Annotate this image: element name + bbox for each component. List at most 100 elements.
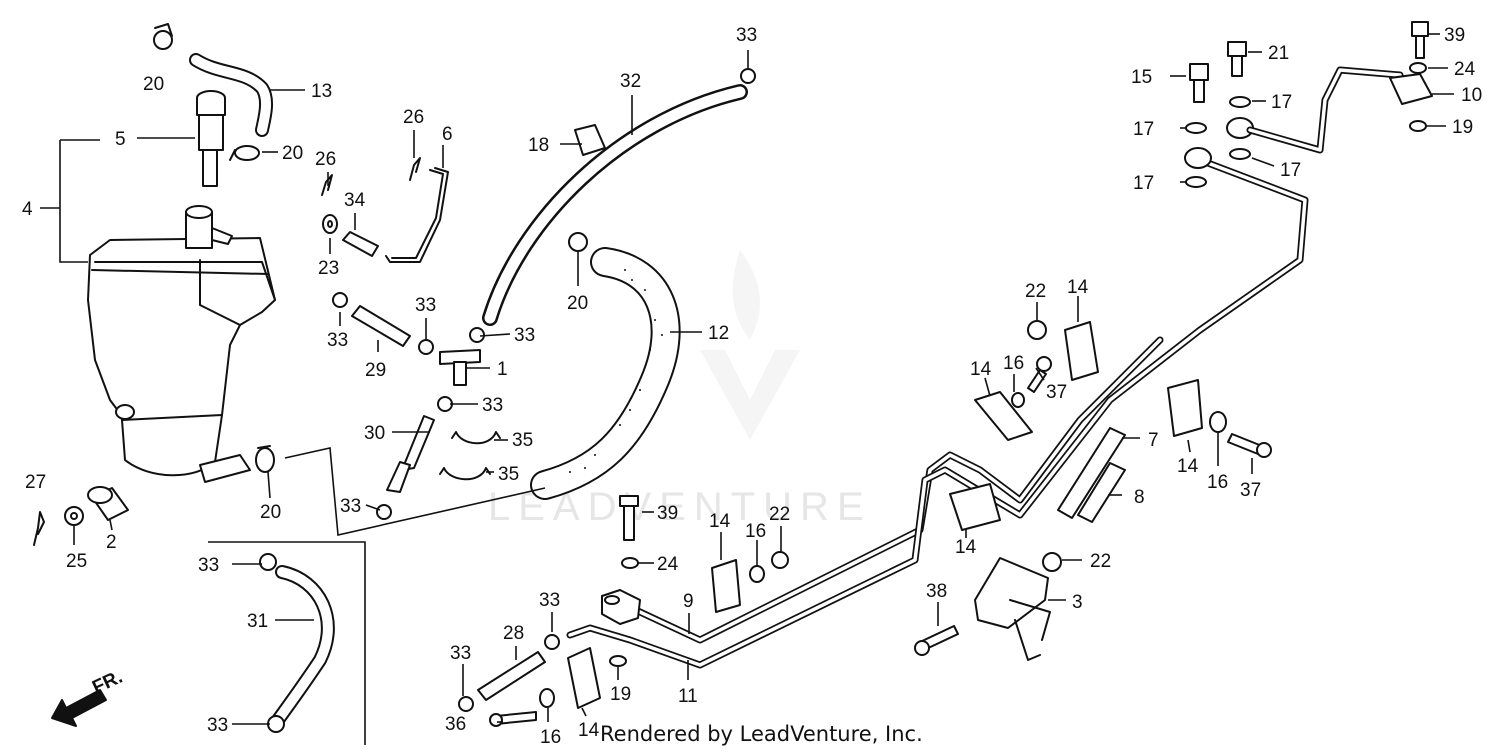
clip-part-20-cap[interactable] bbox=[229, 145, 260, 161]
washer-part-16-low[interactable] bbox=[539, 688, 555, 708]
tube-part-29[interactable] bbox=[351, 305, 411, 347]
callout-14: 14 bbox=[970, 359, 992, 380]
callout-14: 14 bbox=[709, 511, 731, 532]
washer-part-25[interactable] bbox=[64, 506, 84, 526]
callout-16: 16 bbox=[745, 521, 766, 542]
holder-part-14-top[interactable] bbox=[1064, 321, 1099, 381]
bolt-part-39-low[interactable] bbox=[619, 495, 639, 541]
tube-part-34[interactable] bbox=[342, 231, 379, 257]
bolt-part-15[interactable] bbox=[1189, 63, 1209, 103]
callout-34: 34 bbox=[344, 190, 366, 211]
nut-part-22-upper[interactable] bbox=[1027, 320, 1047, 340]
callout-10: 10 bbox=[1461, 85, 1482, 106]
clip-part-20-top[interactable] bbox=[153, 23, 173, 50]
callout-33: 33 bbox=[539, 590, 560, 611]
callout-33: 33 bbox=[482, 395, 503, 416]
leader-lines bbox=[73, 33, 1454, 725]
callout-36: 36 bbox=[445, 714, 466, 735]
clip-part-33-32[interactable] bbox=[740, 68, 756, 84]
callout-20: 20 bbox=[282, 143, 303, 164]
pipe-part-11[interactable] bbox=[566, 156, 1309, 669]
callout-17: 17 bbox=[1280, 160, 1301, 181]
bolt-part-36[interactable] bbox=[489, 711, 537, 727]
pin-part-27[interactable] bbox=[33, 511, 45, 546]
nut-part-19-top[interactable] bbox=[1409, 120, 1427, 132]
reserve-tank-part-4[interactable] bbox=[87, 205, 276, 483]
washer-part-24-low[interactable] bbox=[621, 557, 639, 569]
callout-24: 24 bbox=[1454, 59, 1476, 80]
pipe-part-10-line[interactable] bbox=[1246, 66, 1404, 154]
callout-17: 17 bbox=[1271, 92, 1292, 113]
bolt-part-39-top[interactable] bbox=[1411, 21, 1429, 59]
nut-part-19-low[interactable] bbox=[609, 655, 627, 667]
fitting-part-10[interactable] bbox=[1389, 73, 1433, 105]
holder-part-14-low[interactable] bbox=[567, 647, 601, 709]
bolt-part-21[interactable] bbox=[1227, 41, 1247, 77]
bracket-part-3[interactable] bbox=[974, 557, 1051, 661]
callout-22: 22 bbox=[1090, 551, 1111, 572]
wire-part-6[interactable] bbox=[385, 167, 449, 263]
washer-part-24-top[interactable] bbox=[1409, 62, 1427, 74]
washer-part-17-c[interactable] bbox=[1229, 148, 1251, 160]
joint-part-1[interactable] bbox=[418, 327, 485, 386]
clamp-part-35-b[interactable] bbox=[439, 467, 491, 481]
callout-38: 38 bbox=[926, 581, 947, 602]
fitting-part-9[interactable] bbox=[601, 589, 641, 625]
callout-19: 19 bbox=[1452, 117, 1473, 138]
callout-21: 21 bbox=[1268, 43, 1289, 64]
callout-24: 24 bbox=[657, 554, 679, 575]
washer-part-16-right[interactable] bbox=[1209, 411, 1227, 433]
clip-part-20-hose12[interactable] bbox=[568, 232, 588, 252]
grommet-part-2[interactable] bbox=[87, 486, 129, 521]
hose-part-32[interactable] bbox=[482, 84, 748, 326]
callout-16: 16 bbox=[1207, 472, 1228, 493]
hose-part-13[interactable] bbox=[189, 53, 274, 137]
washer-part-17-b[interactable] bbox=[1185, 122, 1207, 134]
callout-12: 12 bbox=[708, 323, 729, 344]
watermark-logo bbox=[700, 250, 800, 440]
tube-part-8[interactable] bbox=[1077, 462, 1126, 523]
pin-part-26-b[interactable] bbox=[321, 174, 333, 196]
clamp-part-18[interactable] bbox=[574, 124, 606, 156]
callout-3: 3 bbox=[1072, 592, 1083, 613]
strainer-cap-part-5[interactable] bbox=[196, 90, 226, 187]
pipe-part-9[interactable] bbox=[621, 336, 1164, 644]
callout-22: 22 bbox=[769, 504, 790, 525]
callout-33: 33 bbox=[450, 643, 471, 664]
callout-33: 33 bbox=[415, 295, 436, 316]
holder-part-14-mid[interactable] bbox=[711, 559, 741, 613]
front-direction-arrow-icon bbox=[51, 689, 107, 727]
nut-part-22-lower[interactable] bbox=[1042, 552, 1062, 572]
holder-part-14-upper[interactable] bbox=[974, 391, 1033, 441]
clamp-part-35-a[interactable] bbox=[451, 431, 501, 445]
nut-part-22-mid[interactable] bbox=[771, 551, 789, 569]
callout-33: 33 bbox=[207, 715, 228, 736]
callout-33: 33 bbox=[736, 25, 757, 46]
hose-part-31[interactable] bbox=[259, 553, 335, 733]
holder-part-14-right[interactable] bbox=[1167, 379, 1203, 437]
clip-part-20-tank[interactable] bbox=[255, 445, 275, 473]
callout-39: 39 bbox=[657, 503, 678, 524]
pin-part-26-a[interactable] bbox=[409, 157, 421, 181]
callout-39: 39 bbox=[1444, 25, 1465, 46]
tube-part-28[interactable] bbox=[458, 634, 560, 712]
tube-part-7[interactable] bbox=[1057, 427, 1126, 519]
leader-box-tank bbox=[284, 447, 546, 536]
callout-22: 22 bbox=[1025, 281, 1046, 302]
washer-part-17-d[interactable] bbox=[1185, 176, 1207, 188]
washer-part-16-mid[interactable] bbox=[749, 565, 765, 583]
holder-part-14-center[interactable] bbox=[949, 483, 1001, 531]
render-credit: Rendered by LeadVenture, Inc. bbox=[600, 722, 923, 746]
bolt-part-38[interactable] bbox=[914, 625, 959, 656]
tube-part-30[interactable] bbox=[376, 396, 453, 520]
callout-8: 8 bbox=[1134, 487, 1145, 508]
washer-part-16-upper[interactable] bbox=[1011, 392, 1025, 408]
clip-part-33-29[interactable] bbox=[332, 292, 348, 308]
callout-26: 26 bbox=[403, 107, 424, 128]
hose-part-12[interactable] bbox=[530, 247, 681, 500]
bolt-part-37-right[interactable] bbox=[1227, 433, 1272, 458]
fitting-union-upper[interactable] bbox=[1184, 147, 1212, 169]
callout-7: 7 bbox=[1148, 430, 1159, 451]
washer-part-17-a[interactable] bbox=[1229, 96, 1251, 108]
washer-part-23[interactable] bbox=[322, 214, 338, 234]
